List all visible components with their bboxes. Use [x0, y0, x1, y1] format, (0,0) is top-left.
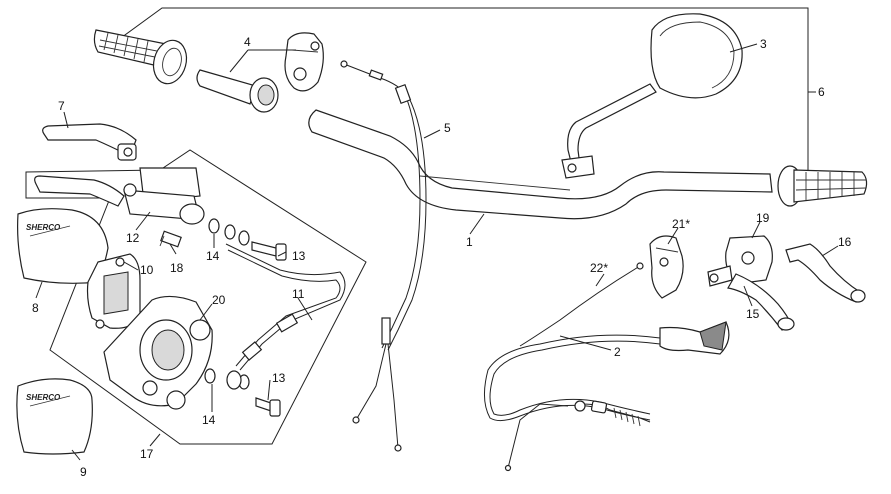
callout-14-upper: 14: [206, 249, 220, 263]
callout-20: 20: [212, 293, 226, 307]
callout-21: 21*: [672, 217, 690, 231]
callout-3: 3: [760, 37, 767, 51]
callout-8: 8: [32, 301, 39, 315]
callout-18: 18: [170, 261, 184, 275]
brake-pads: [86, 253, 141, 329]
bag-8-logo: SHERCO: [26, 223, 61, 232]
left-grip: [93, 29, 188, 85]
callout-5: 5: [444, 121, 451, 135]
brake-hose: [225, 243, 346, 390]
clutch-perch: [707, 235, 773, 287]
callout-9: 9: [80, 465, 87, 479]
callout-13-upper: 13: [292, 249, 306, 263]
callout-22: 22*: [590, 261, 608, 275]
callout-16: 16: [838, 235, 852, 249]
callout-7: 7: [58, 99, 65, 113]
brake-master-cylinder: [34, 167, 205, 225]
cable-22: [519, 262, 644, 347]
callout-15: 15: [746, 307, 760, 321]
callout-labels: 1 2 3 4 5 6 7 8 9 10 11 12 13 13 14 14 1…: [32, 35, 852, 479]
callout-2: 2: [614, 345, 621, 359]
mirror: [561, 13, 743, 179]
callout-10: 10: [140, 263, 154, 277]
callout-13-lower: 13: [272, 371, 286, 385]
handlebar: [308, 109, 773, 220]
clutch-lever-15: [727, 273, 795, 331]
group-6-bracket: [117, 7, 809, 172]
sherco-bag-9: SHERCO: [16, 378, 93, 455]
callout-11: 11: [292, 287, 305, 301]
brake-caliper: [103, 295, 213, 410]
left-lever: [42, 123, 137, 161]
brake-assembly-box: [25, 149, 367, 445]
banjo-bolt-upper: [251, 241, 287, 261]
right-grip: [777, 165, 868, 207]
throttle-assembly: [196, 32, 324, 113]
callout-12: 12: [126, 231, 140, 245]
clutch-cable: [484, 321, 730, 472]
lever-16: [785, 243, 866, 303]
bag-9-logo: SHERCO: [26, 393, 61, 402]
callout-1: 1: [466, 235, 473, 249]
bleed-screw: [159, 230, 182, 248]
callout-19: 19: [756, 211, 770, 225]
banjo-bolt-lower: [255, 397, 281, 417]
leader-lines: [35, 43, 839, 461]
callout-6: 6: [818, 85, 825, 99]
callout-4: 4: [244, 35, 251, 49]
callout-14-lower: 14: [202, 413, 216, 427]
callout-17: 17: [140, 447, 154, 461]
throttle-cable: [340, 60, 427, 452]
washers-upper: [208, 218, 250, 246]
switch-21: [649, 235, 684, 299]
